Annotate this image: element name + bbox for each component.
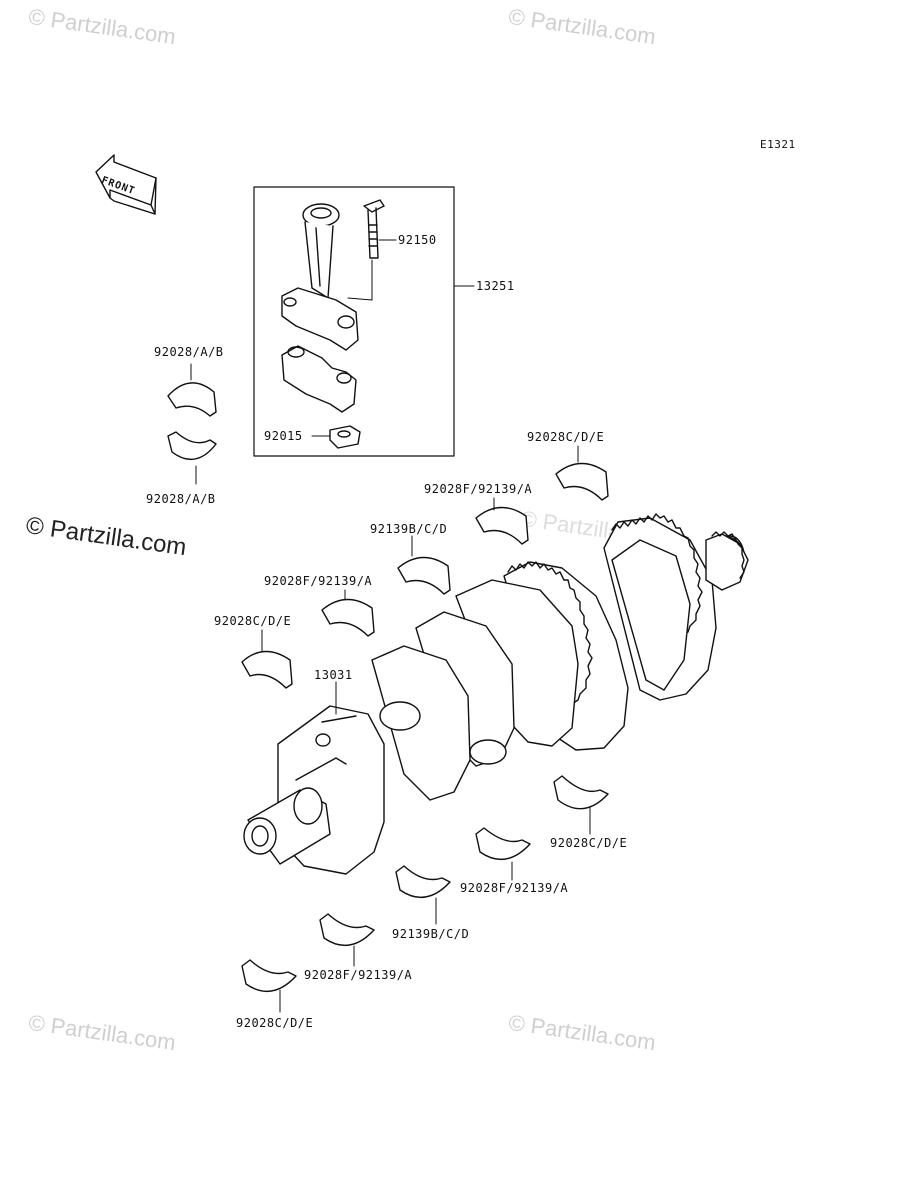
callout-top-main-2[interactable]: 92028F/92139/A [264,574,373,588]
callout-top-main-5[interactable]: 92028C/D/E [527,430,605,444]
callout-92150[interactable]: 92150 [398,233,437,247]
crankshaft [243,513,749,875]
callout-13031[interactable]: 13031 [314,668,353,682]
callout-bot-main-2[interactable]: 92028F/92139/A [460,881,569,895]
main-bearing-top-5 [555,445,609,501]
main-bearing-top-3 [397,535,451,595]
conrod-nut [311,425,361,449]
callout-13251[interactable]: 13251 [476,279,515,293]
main-bearing-top-2 [321,589,375,637]
main-bearing-bottom-2 [475,827,531,881]
callout-rod-bearing-upper[interactable]: 92028/A/B [154,345,224,359]
front-arrow-icon [95,154,157,215]
main-bearing-top-1 [241,629,293,689]
conrod-cap [281,345,357,413]
rod-bearing-lower-shell [167,431,217,485]
callout-rod-bearing-lower[interactable]: 92028/A/B [146,492,216,506]
callout-bot-main-3[interactable]: 92139B/C/D [392,927,470,941]
callout-top-main-1[interactable]: 92028C/D/E [214,614,292,628]
callout-bot-main-1[interactable]: 92028C/D/E [550,836,628,850]
conrod-bolt [347,199,397,301]
rod-bearing-upper-shell [167,363,217,417]
main-bearing-top-4 [475,497,529,545]
callout-bot-main-5[interactable]: 92028C/D/E [236,1016,314,1030]
diagram-code-label: E1321 [760,138,796,151]
callout-top-main-3[interactable]: 92139B/C/D [370,522,448,536]
main-bearing-bottom-3 [395,865,451,925]
callout-top-main-4[interactable]: 92028F/92139/A [424,482,533,496]
connecting-rod [281,203,359,351]
main-bearing-bottom-1 [553,775,609,835]
crankshaft-nose [243,757,347,865]
main-bearing-bottom-5 [241,959,297,1013]
callout-92015[interactable]: 92015 [264,429,303,443]
conrod-assembly-box [253,186,455,457]
main-bearing-bottom-4 [319,913,375,967]
callout-bot-main-4[interactable]: 92028F/92139/A [304,968,413,982]
